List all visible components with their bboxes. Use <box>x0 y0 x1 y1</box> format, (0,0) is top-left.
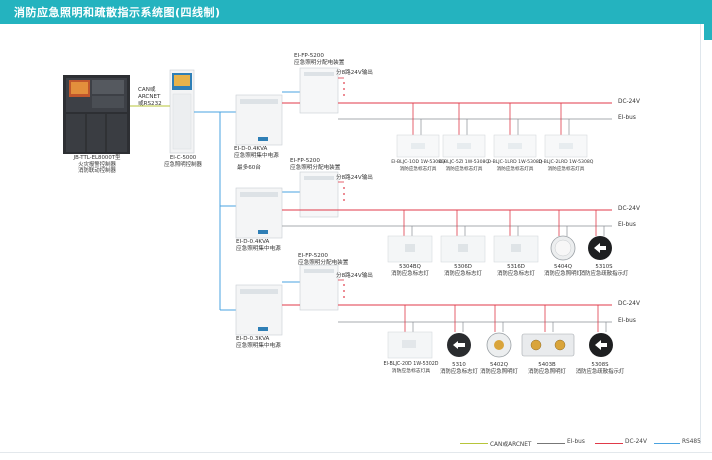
legend-ei: EI-bus <box>567 439 585 445</box>
host-label: JB-TTL-EL8000T型火灾报警控制器消防联动控制器 <box>73 155 121 174</box>
legend-rs: RS485 <box>682 439 701 445</box>
fixture-row2 <box>387 235 612 263</box>
fixture-row1 <box>396 134 588 158</box>
max-units-note: 最多60台 <box>237 165 261 171</box>
dist3-output: 分8路24V输出 <box>336 273 373 279</box>
dc-label-3: DC-24V <box>618 301 640 307</box>
header-bar <box>0 0 712 24</box>
legend-can: CAN或ARCNET <box>490 442 532 448</box>
power-supply-2 <box>235 187 283 239</box>
page-title: 消防应急照明和疏散指示系统图(四线制) <box>14 6 221 19</box>
dc24v-lines <box>282 102 612 306</box>
dc-label-2: DC-24V <box>618 206 640 212</box>
fixture-row3 <box>387 331 613 359</box>
dc-label-1: DC-24V <box>618 99 640 105</box>
emergency-lighting-controller <box>169 69 195 154</box>
legend-can-swatch <box>460 443 488 444</box>
ei-label-1: EI-bus <box>618 115 636 121</box>
page-border <box>700 24 701 444</box>
eibus-lines <box>282 118 612 323</box>
accent-stripe <box>704 24 712 40</box>
legend-ei-swatch <box>537 443 565 444</box>
legend-dc-swatch <box>595 443 623 444</box>
legend-dc: DC-24V <box>625 439 647 445</box>
distribution-box-3 <box>299 264 339 311</box>
power-supply-3 <box>235 284 283 336</box>
power-supply-1 <box>235 94 283 146</box>
rs485-lines <box>194 91 300 311</box>
fire-alarm-controller <box>63 75 130 154</box>
distribution-box-1 <box>299 67 339 114</box>
footer-divider <box>0 452 712 453</box>
output-dots <box>343 82 345 298</box>
dist1-output: 分8路24V输出 <box>336 70 373 76</box>
ei-label-3: EI-bus <box>618 318 636 324</box>
dist2-output: 分8路24V输出 <box>336 175 373 181</box>
ei-label-2: EI-bus <box>618 222 636 228</box>
legend-rs-swatch <box>654 443 680 444</box>
